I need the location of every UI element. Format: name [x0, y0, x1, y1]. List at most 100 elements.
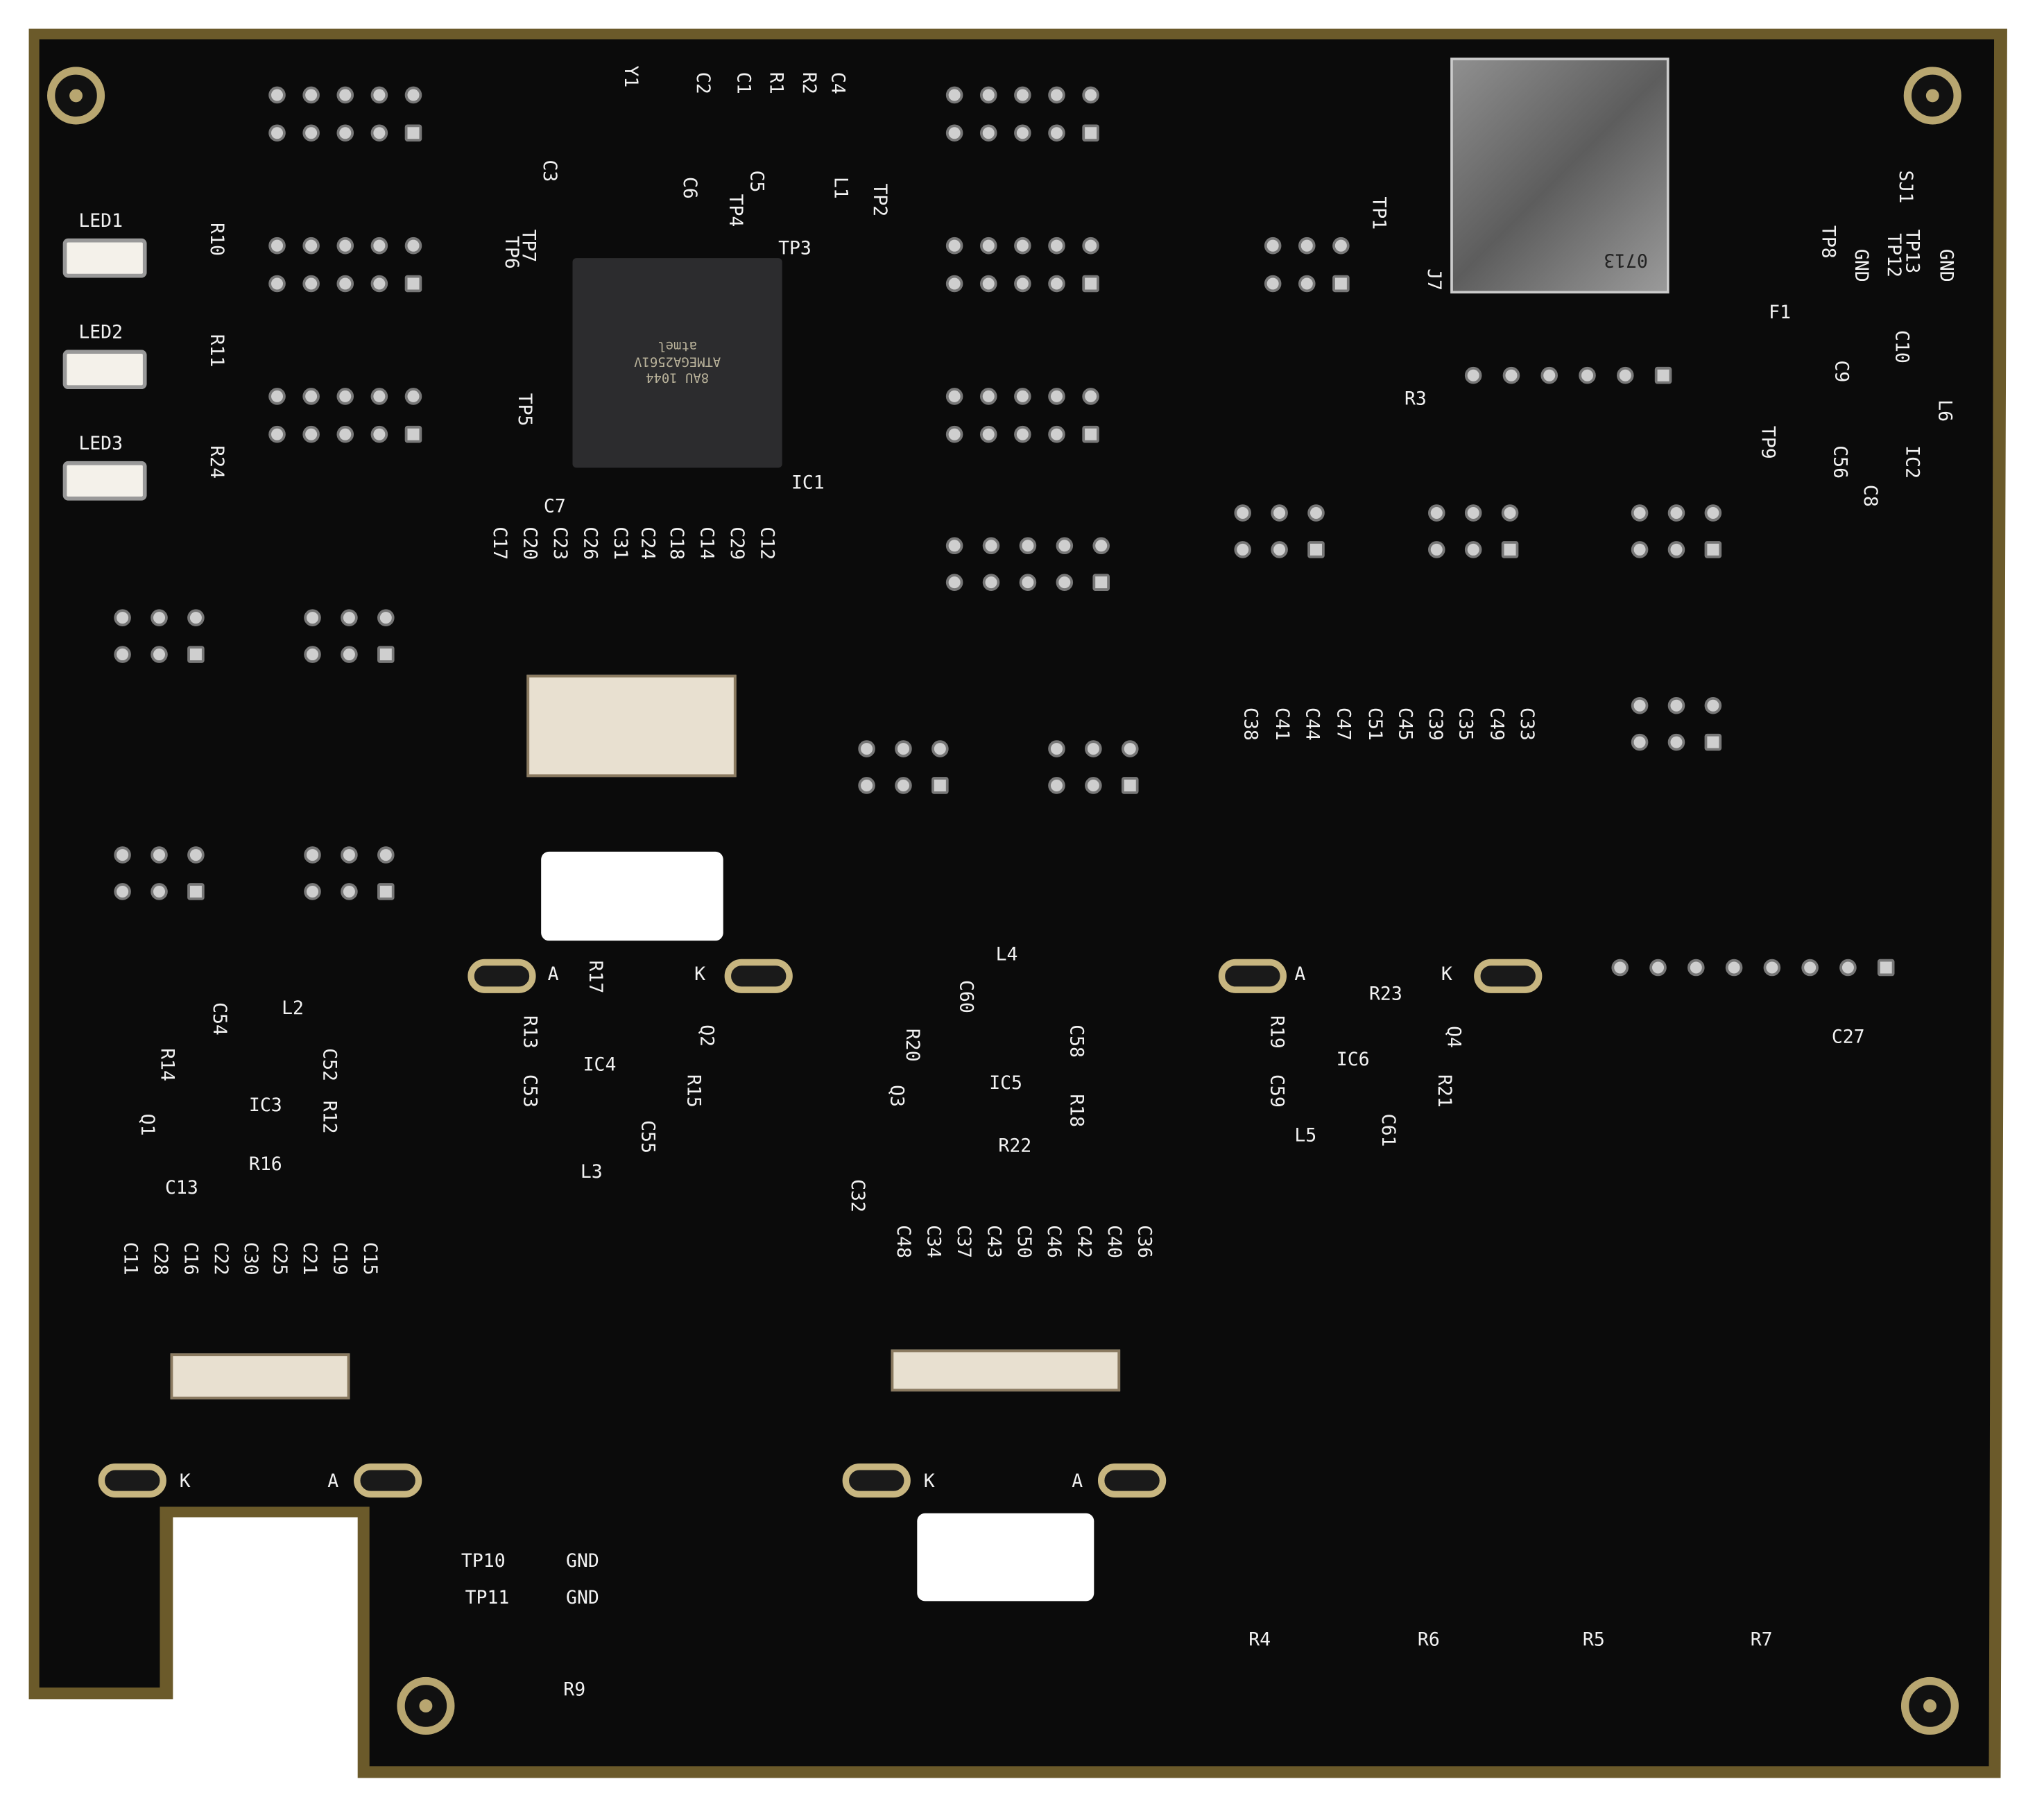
silkscreen-label: C23 — [549, 526, 570, 560]
mounting-slot — [98, 1463, 166, 1498]
board-cutout — [541, 851, 723, 941]
solder-pad — [1502, 366, 1520, 384]
ic1-brand: atmel — [658, 338, 698, 353]
silkscreen-label: C29 — [725, 526, 747, 560]
sd-card-marking: 0713 — [1604, 248, 1649, 271]
solder-pad — [1667, 541, 1685, 558]
silkscreen-label: R16 — [248, 1154, 282, 1176]
silkscreen-label: C43 — [982, 1225, 1004, 1259]
solder-pad — [1667, 696, 1685, 714]
silkscreen-label: C26 — [578, 526, 601, 560]
solder-pad — [377, 846, 395, 864]
silkscreen-label: IC2 — [1900, 445, 1923, 479]
silkscreen-label: C48 — [892, 1225, 913, 1259]
solder-pad — [187, 846, 205, 864]
solder-pad — [151, 846, 168, 864]
silkscreen-label: L5 — [1294, 1125, 1317, 1147]
solder-pad — [945, 425, 963, 443]
solder-pad — [1048, 740, 1065, 757]
silkscreen-label: C36 — [1133, 1225, 1155, 1259]
silkscreen-label: TP9 — [1757, 425, 1778, 459]
solder-pad — [1704, 504, 1722, 522]
solder-pad — [1307, 541, 1325, 558]
solder-pad — [268, 86, 286, 104]
silkscreen-label: R22 — [998, 1135, 1032, 1157]
silkscreen-label: C58 — [1065, 1024, 1086, 1058]
silkscreen-label: C55 — [637, 1120, 658, 1153]
solder-pad — [1082, 86, 1099, 104]
silkscreen-label: R10 — [205, 223, 227, 256]
silkscreen-label: LED3 — [78, 433, 123, 455]
solder-pad — [1704, 696, 1722, 714]
solder-pad — [982, 574, 1000, 591]
silkscreen-label: C10 — [1890, 330, 1912, 363]
solder-pad — [1082, 275, 1099, 293]
ic1-code: 8AU 1044 — [646, 369, 710, 384]
silkscreen-label: Q4 — [1442, 1026, 1464, 1048]
solder-pad — [151, 646, 168, 663]
silkscreen-label: C27 — [1831, 1027, 1865, 1049]
silkscreen-label: C42 — [1073, 1225, 1094, 1259]
solder-pad — [1704, 733, 1722, 751]
silkscreen-label: C11 — [119, 1242, 141, 1276]
solder-pad — [979, 124, 997, 142]
solder-pad — [377, 609, 395, 626]
solder-pad — [1725, 959, 1743, 977]
solder-pad — [336, 124, 354, 142]
solder-pad — [404, 124, 422, 142]
mounting-slot — [1097, 1463, 1167, 1498]
silkscreen-label: IC3 — [248, 1095, 282, 1117]
silkscreen-label: C40 — [1103, 1225, 1124, 1259]
solder-pad — [1019, 537, 1037, 555]
silkscreen-label: L4 — [995, 944, 1018, 966]
solder-pad — [1264, 237, 1282, 255]
silkscreen-label: C25 — [268, 1242, 290, 1276]
mounting-slot — [1474, 959, 1543, 993]
silkscreen-label: C41 — [1271, 707, 1292, 741]
solder-pad — [1085, 777, 1102, 794]
silkscreen-label: K — [179, 1471, 191, 1493]
solder-pad — [114, 609, 131, 626]
silkscreen-label: A — [1294, 964, 1306, 986]
ic1-marking: 8AU 1044 ATMEGA2561V atmel — [625, 336, 730, 384]
silkscreen-label: C51 — [1364, 707, 1385, 741]
mounting-hole — [1900, 1676, 1959, 1735]
silkscreen-label: C31 — [609, 526, 630, 560]
silkscreen-label: R6 — [1417, 1629, 1440, 1651]
silkscreen-label: R3 — [1405, 389, 1427, 411]
silkscreen-label: C19 — [329, 1242, 350, 1276]
solder-pad — [982, 537, 1000, 555]
solder-pad — [404, 237, 422, 255]
solder-pad — [1121, 740, 1139, 757]
silkscreen-label: TP2 — [868, 183, 890, 217]
silkscreen-label: TP3 — [778, 238, 811, 260]
solder-pad — [1428, 541, 1445, 558]
solder-pad — [1298, 275, 1316, 293]
solder-pad — [1501, 541, 1519, 558]
silkscreen-label: C39 — [1424, 707, 1445, 741]
silkscreen-label: L3 — [580, 1162, 603, 1183]
silkscreen-label: R13 — [519, 1015, 540, 1049]
solder-pad — [1667, 504, 1685, 522]
silkscreen-label: C15 — [359, 1242, 380, 1276]
silkscreen-label: R23 — [1369, 984, 1402, 1005]
solder-pad — [268, 237, 286, 255]
silkscreen-label: C59 — [1265, 1074, 1287, 1108]
silkscreen-label: R19 — [1265, 1015, 1287, 1049]
solder-pad — [1271, 504, 1288, 522]
solder-pad — [151, 883, 168, 900]
solder-pad — [1082, 124, 1099, 142]
silkscreen-label: C30 — [239, 1242, 261, 1276]
silkscreen-label: C53 — [519, 1074, 540, 1108]
silkscreen-label: F1 — [1769, 302, 1791, 324]
solder-pad — [1617, 366, 1634, 384]
solder-pad — [1464, 366, 1482, 384]
solder-pad — [377, 883, 395, 900]
silkscreen-label: C44 — [1300, 707, 1323, 741]
silkscreen-label: C38 — [1239, 707, 1261, 741]
solder-pad — [341, 846, 358, 864]
silkscreen-label: IC6 — [1336, 1049, 1370, 1071]
solder-pad — [1082, 237, 1099, 255]
silkscreen-label: Q1 — [136, 1113, 157, 1136]
